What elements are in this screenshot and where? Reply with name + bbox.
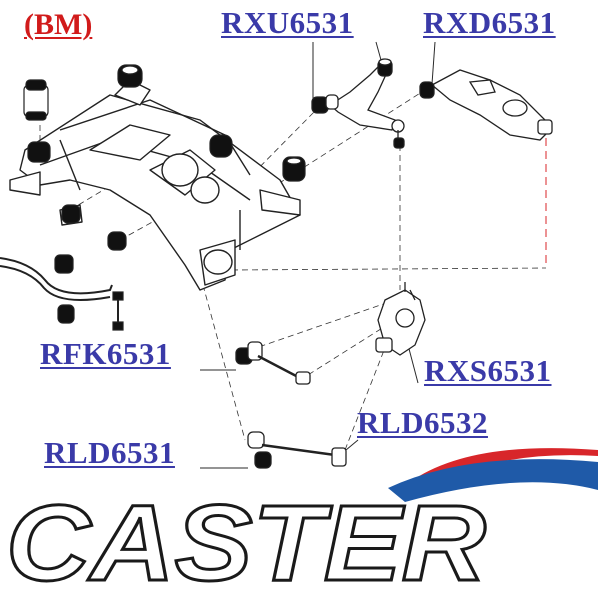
upper-control-arm[interactable]: [311, 58, 405, 149]
subframe-bushings[interactable]: [23, 64, 306, 251]
part-label-lower-arm[interactable]: RXD6531: [423, 5, 556, 40]
stabilizer-bar[interactable]: [0, 257, 113, 301]
bushing-lower-mid[interactable]: [107, 231, 127, 251]
part-label-knuckle[interactable]: RXS6531: [424, 353, 552, 388]
caster-logo: CASTER: [5, 448, 598, 600]
bushing-lower-left[interactable]: [61, 204, 81, 224]
lower-control-arm[interactable]: [419, 69, 553, 141]
bushing-left-mid[interactable]: [27, 141, 51, 163]
stabilizer-link[interactable]: [112, 291, 124, 331]
part-label-toe-link-outer[interactable]: RLD6532: [357, 405, 488, 440]
bushing-top-left[interactable]: [23, 79, 49, 121]
wheel-knuckle[interactable]: [375, 282, 426, 356]
bushing-right[interactable]: [282, 156, 306, 182]
part-label-toe-link-inner[interactable]: RLD6531: [44, 435, 175, 470]
toe-link-lower[interactable]: [247, 431, 347, 469]
bushing-center[interactable]: [209, 134, 233, 158]
logo-wordmark: CASTER: [6, 482, 486, 600]
model-code-label: (BM): [24, 8, 93, 41]
bushing-top-center[interactable]: [117, 64, 143, 88]
stabilizer-bushings[interactable]: [54, 254, 75, 324]
leader-lines: [200, 41, 436, 469]
part-label-stabilizer-link[interactable]: RFK6531: [40, 336, 171, 371]
rear-subframe[interactable]: [9, 79, 301, 291]
logo-swoosh-blue: [388, 459, 598, 502]
part-label-upper-arm[interactable]: RXU6531: [221, 5, 354, 40]
lateral-link-upper[interactable]: [235, 341, 311, 385]
